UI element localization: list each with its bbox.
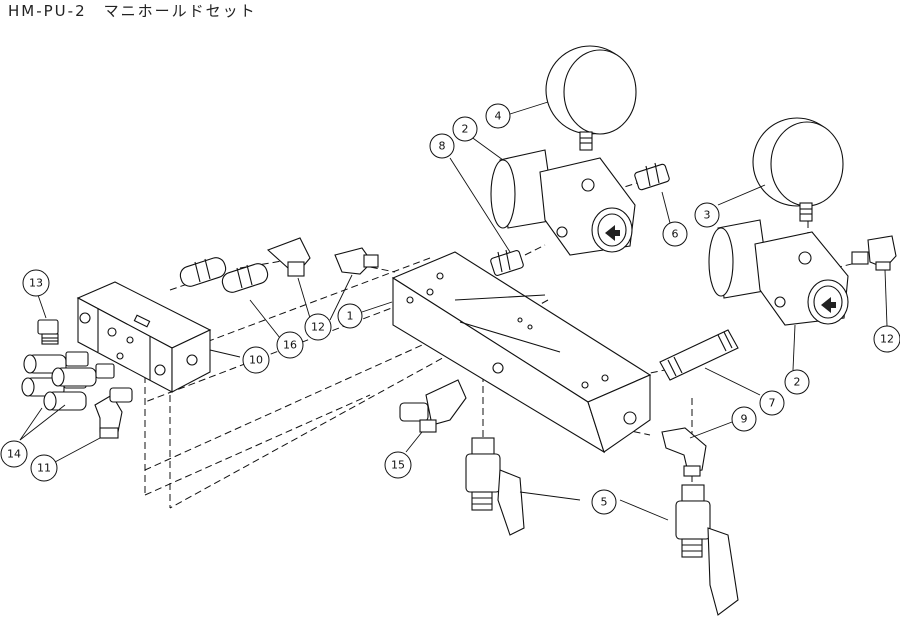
callout-9: 9 [731, 406, 757, 432]
elbow-fitting-11 [94, 387, 133, 439]
nipple-6 [634, 162, 670, 191]
diagram-title: HM-PU-2 マニホールドセット [8, 2, 257, 20]
callout-4: 4 [485, 103, 511, 129]
callout-6: 6 [662, 221, 688, 247]
callout-16: 16 [276, 331, 304, 359]
callout-14: 14 [0, 440, 28, 468]
callout-11: 11 [30, 454, 58, 482]
callout-10: 10 [242, 346, 270, 374]
svg-text:8: 8 [439, 140, 446, 153]
callout-15: 15 [384, 451, 412, 479]
callout-3: 3 [694, 202, 720, 228]
svg-text:2: 2 [462, 123, 469, 136]
elbow-fitting-15 [399, 379, 467, 433]
svg-text:3: 3 [704, 209, 711, 222]
silencer-16 [179, 257, 269, 293]
svg-text:12: 12 [311, 321, 325, 334]
callout-5: 5 [591, 489, 617, 515]
callout-12-left: 12 [304, 313, 332, 341]
callout-13: 13 [22, 269, 50, 297]
svg-text:14: 14 [7, 448, 21, 461]
svg-text:6: 6 [672, 228, 679, 241]
ball-valve-5-left [465, 437, 525, 536]
valve-body [76, 281, 212, 393]
street-elbow-9 [661, 427, 707, 477]
svg-text:10: 10 [249, 354, 263, 367]
svg-text:12: 12 [880, 333, 894, 346]
svg-text:4: 4 [495, 110, 502, 123]
svg-text:7: 7 [769, 397, 776, 410]
nipple-13 [37, 319, 59, 345]
ball-valve-5-right [675, 484, 739, 616]
svg-text:1: 1 [347, 310, 354, 323]
regulator-2-lower [708, 219, 849, 326]
callout-2-upper: 2 [452, 116, 478, 142]
svg-text:13: 13 [29, 277, 43, 290]
callout-12-right: 12 [873, 325, 900, 353]
pressure-gauge-4 [545, 45, 637, 151]
elbow-fitting-12-right [851, 235, 897, 271]
callout-2-lower: 2 [784, 369, 810, 395]
svg-text:11: 11 [37, 462, 51, 475]
callout-7: 7 [759, 390, 785, 416]
long-nipple-7 [659, 329, 739, 381]
pressure-gauge-3 [752, 117, 844, 222]
svg-text:16: 16 [283, 339, 297, 352]
regulator-2-upper [490, 149, 636, 256]
svg-text:15: 15 [391, 459, 405, 472]
leader-lines [19, 101, 888, 521]
push-fittings-14 [21, 351, 115, 411]
svg-text:2: 2 [794, 376, 801, 389]
nipple-8 [490, 249, 524, 276]
elbow-fitting-12-left [266, 237, 379, 277]
manifold-block [391, 251, 652, 454]
callout-8: 8 [429, 133, 455, 159]
svg-text:5: 5 [601, 496, 608, 509]
svg-text:9: 9 [741, 413, 748, 426]
callout-1: 1 [337, 303, 363, 329]
